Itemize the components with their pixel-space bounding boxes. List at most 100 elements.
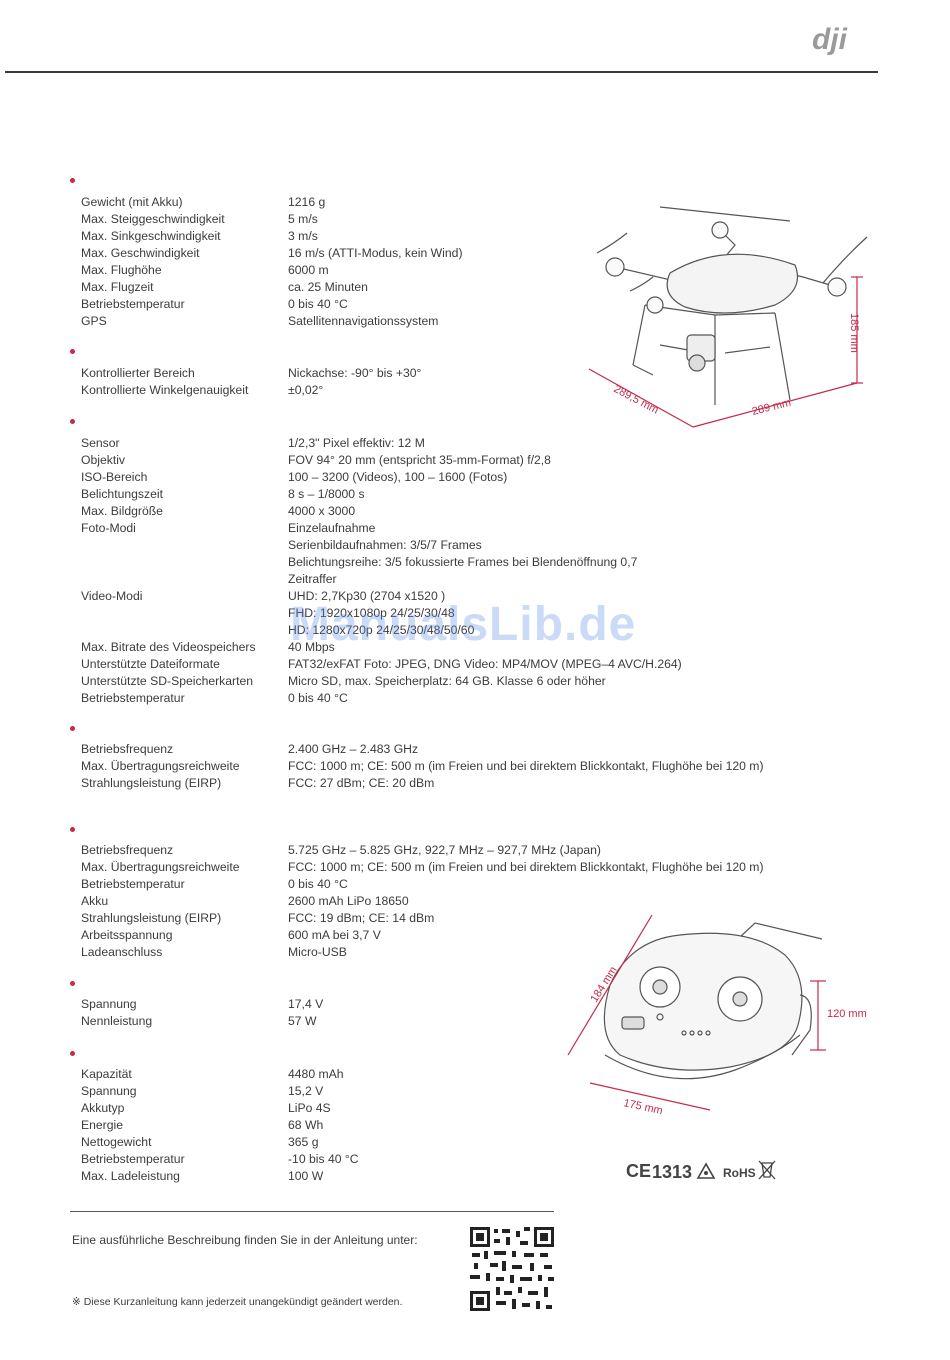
spec-value: UHD: 2,7Kp30 (2704 x1520 ) (288, 589, 446, 603)
spec-row: Betriebsfrequenz 2.400 GHz – 2.483 GHz (81, 741, 764, 758)
section-bullet (70, 726, 75, 731)
spec-value: 0 bis 40 °C (288, 691, 348, 705)
ce-mark-icon: CE (626, 1161, 651, 1181)
spec-row: Unterstützte Dateiformate FAT32/exFAT Fot… (81, 656, 682, 673)
spec-row: Max. Übertragungsreichweite FCC: 1000 m; … (81, 758, 764, 775)
spec-value: 8 s – 1/8000 s (288, 487, 365, 501)
spec-value: 5.725 GHz – 5.825 GHz, 922,7 MHz – 927,7… (288, 843, 601, 857)
spec-value: -10 bis 40 °C (288, 1152, 359, 1166)
spec-label: Kontrollierte Winkelgenauigkeit (81, 383, 249, 397)
spec-label (81, 537, 288, 554)
spec-label: Unterstützte SD-Speicherkarten (81, 674, 254, 688)
spec-value: 4480 mAh (288, 1067, 344, 1081)
spec-value: Micro-USB (288, 945, 347, 959)
spec-value: FAT32/exFAT Foto: JPEG, DNG Video: MP4/M… (288, 657, 682, 671)
spec-label (81, 554, 288, 571)
manual-hint-text: Eine ausführliche Beschreibung finden Si… (72, 1233, 418, 1247)
logo-text: dji (812, 23, 848, 56)
spec-value: 57 W (288, 1014, 317, 1028)
spec-row: Strahlungsleistung (EIRP)FCC: 19 dBm; CE… (81, 910, 764, 927)
spec-row: Betriebstemperatur-10 bis 40 °C (81, 1151, 359, 1168)
spec-value: Micro SD, max. Speicherplatz: 64 GB. Kla… (288, 674, 606, 688)
spec-value: 5 m/s (288, 212, 318, 226)
spec-label: Betriebstemperatur (81, 877, 185, 891)
spec-value: HD: 1280x720p 24/25/30/48/50/60 (288, 623, 475, 637)
spec-label: Kontrollierter Bereich (81, 366, 195, 380)
spec-value: 0 bis 40 °C (288, 297, 348, 311)
spec-value: 1/2,3" Pixel effektiv: 12 M (288, 436, 425, 450)
spec-label: Energie (81, 1118, 124, 1132)
footer-rule (70, 1211, 554, 1212)
spec-value: 2.400 GHz – 2.483 GHz (288, 742, 419, 756)
spec-value: Nickachse: -90° bis +30° (288, 366, 422, 380)
spec-value: FCC: 1000 m; CE: 500 m (im Freien und be… (288, 860, 764, 874)
section-bullet (70, 178, 75, 183)
spec-label: Max. Ladeleistung (81, 1169, 180, 1183)
spec-value: 16 m/s (ATTI-Modus, kein Wind) (288, 246, 463, 260)
spec-value: Zeitraffer (288, 572, 337, 586)
spec-label: Video-Modi (81, 589, 143, 603)
spec-row: Kontrollierte Winkelgenauigkeit ±0,02° (81, 382, 421, 399)
spec-label: Spannung (81, 997, 137, 1011)
spec-label: Max. Übertragungsreichweite (81, 759, 240, 773)
spec-list-gimbal: Kontrollierter Bereich Nickachse: -90° bi… (81, 365, 421, 399)
qr-code-icon[interactable] (468, 1225, 556, 1313)
spec-value: 17,4 V (288, 997, 324, 1011)
spec-value: 6000 m (288, 263, 329, 277)
section-bullet (70, 349, 75, 354)
spec-label: Objektiv (81, 453, 126, 467)
spec-row: Video-Modi UHD: 2,7Kp30 (2704 x1520 ) (81, 588, 682, 605)
dim-width: 289 mm (751, 397, 792, 418)
spec-label (81, 622, 288, 639)
spec-row: Strahlungsleistung (EIRP)FCC: 27 dBm; CE… (81, 775, 764, 792)
rohs-mark: RoHS (723, 1166, 756, 1180)
spec-label: Max. Flugzeit (81, 280, 154, 294)
spec-label: Betriebsfrequenz (81, 742, 174, 756)
spec-value: 2600 mAh LiPo 18650 (288, 894, 409, 908)
spec-label: Akkutyp (81, 1101, 125, 1115)
dji-logo: dji (812, 23, 848, 56)
spec-value: Satellitennavigationssystem (288, 314, 439, 328)
spec-value: Serienbildaufnahmen: 3/5/7 Frames (288, 538, 482, 552)
section-bullet (70, 981, 75, 986)
spec-label: Foto-Modi (81, 521, 136, 535)
spec-label: Strahlungsleistung (EIRP) (81, 911, 222, 925)
spec-label: Ladeanschluss (81, 945, 163, 959)
spec-label: Unterstützte Dateiformate (81, 657, 220, 671)
dim-height: 120 mm (827, 1008, 867, 1020)
spec-row: Serienbildaufnahmen: 3/5/7 Frames (81, 537, 682, 554)
spec-label: GPS (81, 314, 107, 328)
spec-row: Foto-Modi Einzelaufnahme (81, 520, 682, 537)
spec-value: Einzelaufnahme (288, 521, 376, 535)
section-bullet (70, 419, 75, 424)
certification-marks: CE 1313 RoHS (626, 1160, 776, 1182)
spec-row: GPS Satellitennavigationssystem (81, 313, 463, 330)
warning-triangle-icon (696, 1162, 716, 1179)
spec-row: Unterstützte SD-Speicherkarten Micro SD, … (81, 673, 682, 690)
spec-value: FCC: 1000 m; CE: 500 m (im Freien und be… (288, 759, 764, 773)
weee-bin-icon (758, 1160, 776, 1180)
disclaimer-note: ※ Diese Kurzanleitung kann jederzeit una… (72, 1296, 403, 1308)
spec-value: FCC: 27 dBm; CE: 20 dBm (288, 776, 435, 790)
spec-value: ±0,02° (288, 383, 324, 397)
spec-value: Belichtungsreihe: 3/5 fokussierte Frames… (288, 555, 638, 569)
